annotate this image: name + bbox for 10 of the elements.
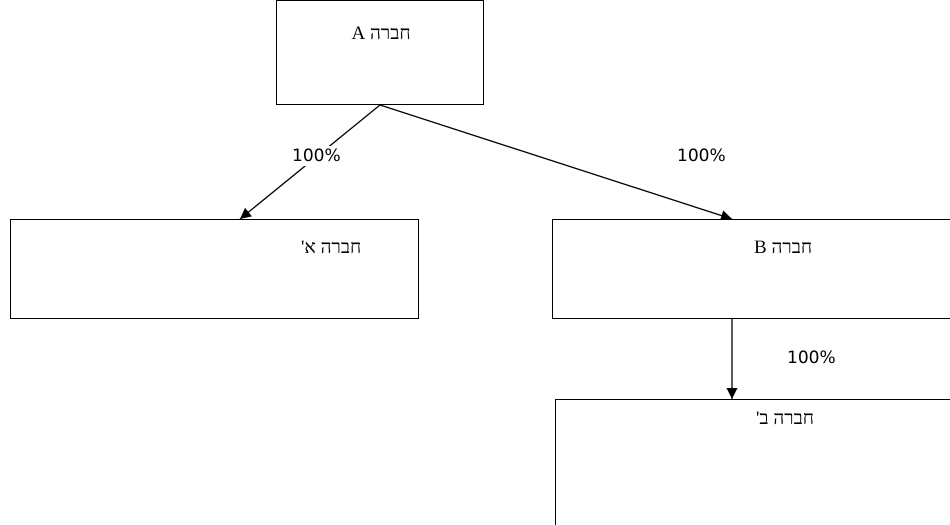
company-name: חברה א' bbox=[301, 237, 362, 259]
arrow bbox=[380, 104, 732, 221]
company-name: חברה A bbox=[352, 23, 411, 45]
company-box bbox=[276, 0, 484, 105]
company-box bbox=[552, 219, 950, 319]
company-name: חברה B bbox=[754, 237, 812, 259]
company-box bbox=[10, 219, 419, 319]
arrow bbox=[726, 319, 738, 399]
company-name: חברה ב' bbox=[756, 408, 814, 430]
company-box bbox=[555, 399, 950, 525]
